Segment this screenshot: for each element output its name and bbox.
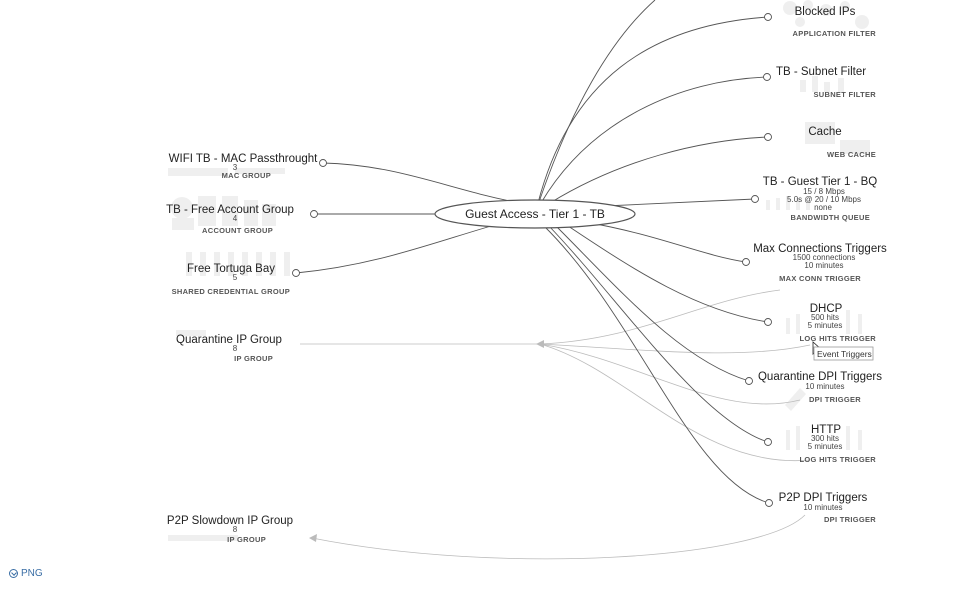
node-type-label: WEB CACHE (827, 150, 876, 159)
node-title: P2P DPI Triggers (779, 492, 868, 504)
left-node-account[interactable]: TB - Free Account Group 4 ACCOUNT GROUP (166, 204, 318, 235)
node-detail: 4 (233, 214, 238, 223)
node-detail: 10 minutes (803, 503, 842, 512)
node-title: HTTP (811, 424, 841, 436)
node-connector[interactable] (764, 438, 772, 446)
node-detail: 1500 connections (793, 253, 856, 262)
node-connector[interactable] (319, 159, 327, 167)
right-node-http[interactable]: HTTP 300 hits 5 minutes LOG HITS TRIGGER (764, 424, 877, 464)
right-node-subnet-filter[interactable]: TB - Subnet Filter SUBNET FILTER (763, 66, 877, 99)
node-detail: 300 hits (811, 434, 839, 443)
node-detail: 500 hits (811, 313, 839, 322)
right-node-p2p-dpi[interactable]: P2P DPI Triggers 10 minutes DPI TRIGGER (765, 492, 877, 524)
left-node-quarantine[interactable]: Quarantine IP Group 8 IP GROUP (176, 334, 282, 363)
node-connector[interactable] (751, 195, 759, 203)
node-title: TB - Guest Tier 1 - BQ (763, 176, 877, 188)
right-node-bandwidth-queue[interactable]: TB - Guest Tier 1 - BQ 15 / 8 Mbps 5.0s … (751, 176, 878, 222)
node-connector[interactable] (764, 13, 772, 21)
node-detail: 8 (233, 525, 238, 534)
node-type-label: LOG HITS TRIGGER (800, 455, 877, 464)
node-connector[interactable] (310, 210, 318, 218)
node-type-label: APPLICATION FILTER (793, 29, 877, 38)
arrow-head-quarantine (536, 340, 544, 348)
right-node-dhcp[interactable]: DHCP 500 hits 5 minutes LOG HITS TRIGGER (764, 303, 877, 343)
png-download-link[interactable]: PNG (9, 568, 43, 579)
right-node-cache[interactable]: Cache WEB CACHE (764, 126, 877, 159)
node-type-label: SUBNET FILTER (813, 90, 876, 99)
tooltip: Event Triggers (813, 346, 874, 361)
node-connector[interactable] (292, 269, 300, 277)
node-title: P2P Slowdown IP Group (167, 515, 293, 527)
left-node-tortuga[interactable]: Free Tortuga Bay 5 SHARED CREDENTIAL GRO… (172, 263, 300, 296)
node-title: Cache (808, 126, 841, 138)
node-detail: 5.0s @ 20 / 10 Mbps (787, 195, 861, 204)
node-detail: 5 (233, 273, 238, 282)
center-node-label: Guest Access - Tier 1 - TB (465, 207, 605, 221)
node-detail: 8 (233, 344, 238, 353)
node-title: Blocked IPs (795, 6, 856, 18)
node-title: TB - Free Account Group (166, 204, 294, 216)
node-type-label: BANDWIDTH QUEUE (791, 213, 871, 222)
node-type-label: SHARED CREDENTIAL GROUP (172, 287, 290, 296)
right-node-quarantine-dpi[interactable]: Quarantine DPI Triggers 10 minutes DPI T… (745, 371, 883, 404)
node-title: DHCP (810, 303, 843, 315)
left-node-wifi[interactable]: WIFI TB - MAC Passthrought 3 MAC GROUP (169, 153, 327, 180)
right-node-blocked-ips[interactable]: Blocked IPs APPLICATION FILTER (764, 6, 877, 38)
node-connector[interactable] (742, 258, 750, 266)
node-connector[interactable] (765, 499, 773, 507)
node-detail: 10 minutes (805, 382, 844, 391)
node-title: TB - Subnet Filter (776, 66, 866, 78)
node-detail: 10 minutes (804, 261, 843, 270)
node-connector[interactable] (763, 73, 771, 81)
node-connector[interactable] (745, 377, 753, 385)
node-title: Free Tortuga Bay (187, 263, 275, 275)
node-type-label: IP GROUP (234, 354, 273, 363)
download-circle-icon (9, 569, 18, 578)
node-title: WIFI TB - MAC Passthrought (169, 153, 318, 165)
node-detail: 5 minutes (808, 321, 843, 330)
node-title: Max Connections Triggers (753, 243, 887, 255)
node-title: Quarantine IP Group (176, 334, 282, 346)
trigger-return-links (299, 289, 811, 560)
background-watermarks (168, 0, 870, 541)
tooltip-text: Event Triggers (817, 349, 872, 359)
node-detail: none (814, 203, 832, 212)
arrow-head-p2p (309, 534, 317, 542)
node-connector[interactable] (764, 318, 772, 326)
node-type-label: MAX CONN TRIGGER (779, 274, 861, 283)
left-node-p2p-slowdown[interactable]: P2P Slowdown IP Group 8 IP GROUP (167, 515, 293, 544)
node-type-label: LOG HITS TRIGGER (800, 334, 877, 343)
node-type-label: DPI TRIGGER (809, 395, 861, 404)
node-type-label: ACCOUNT GROUP (202, 226, 273, 235)
center-node[interactable]: Guest Access - Tier 1 - TB (434, 199, 636, 229)
node-detail: 15 / 8 Mbps (803, 187, 845, 196)
node-detail: 5 minutes (808, 442, 843, 451)
node-type-label: DPI TRIGGER (824, 515, 876, 524)
right-node-max-conn-trigger[interactable]: Max Connections Triggers 1500 connection… (742, 243, 888, 283)
node-connector[interactable] (764, 133, 772, 141)
node-type-label: IP GROUP (227, 535, 266, 544)
node-type-label: MAC GROUP (222, 171, 271, 180)
node-title: Quarantine DPI Triggers (758, 371, 882, 383)
node-detail: 3 (233, 163, 238, 172)
png-label: PNG (21, 568, 43, 579)
policy-links (295, 0, 770, 504)
